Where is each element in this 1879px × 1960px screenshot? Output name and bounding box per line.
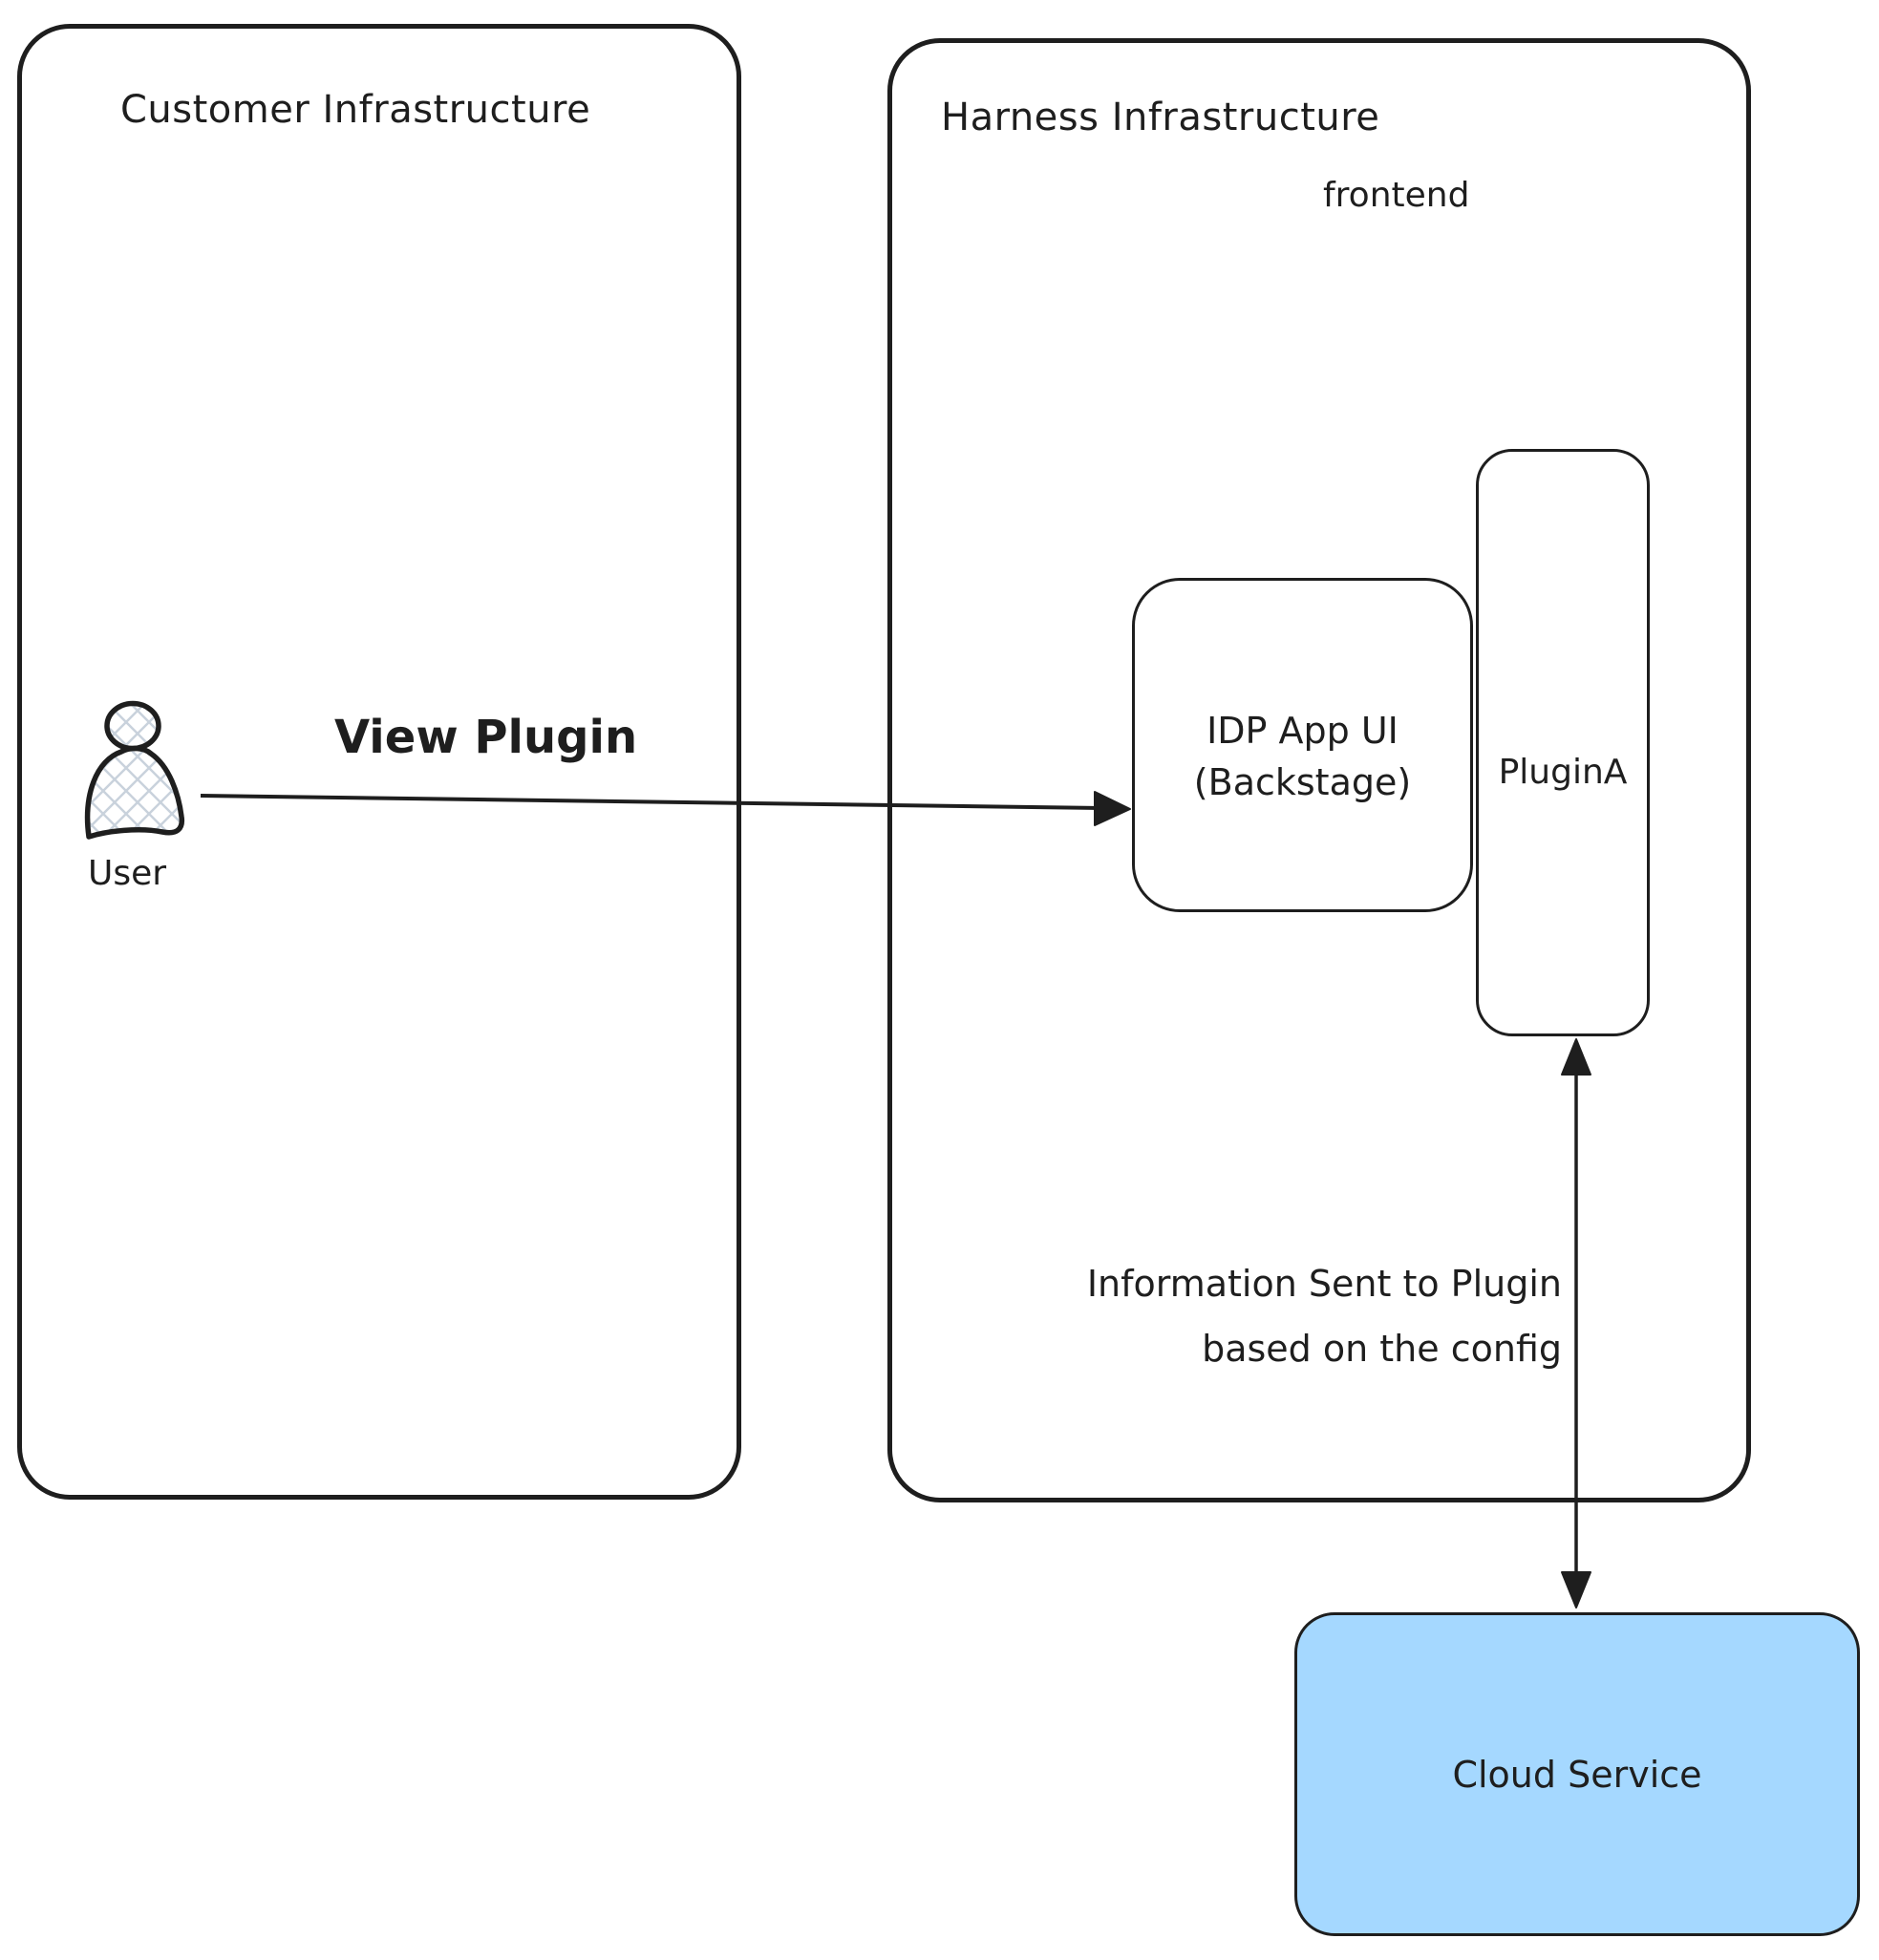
frontend-label: frontend (1323, 176, 1470, 215)
info-sent-label-line1: Information Sent to Plugin (1086, 1263, 1562, 1305)
idp-app-ui-label-line1: IDP App UI (1206, 710, 1399, 752)
harness-infrastructure-title: Harness Infrastructure (941, 96, 1380, 139)
info-sent-label-line2: based on the config (1202, 1328, 1562, 1370)
harness-infrastructure-box (887, 38, 1751, 1502)
cloud-service-label: Cloud Service (1452, 1754, 1702, 1796)
user-label: User (88, 854, 167, 893)
customer-infrastructure-title: Customer Infrastructure (120, 88, 591, 132)
view-plugin-arrow-label: View Plugin (334, 711, 638, 764)
cloud-service-box (1294, 1612, 1860, 1936)
idp-app-ui-label-line2: (Backstage) (1193, 761, 1412, 803)
plugina-box (1476, 449, 1650, 1036)
idp-app-ui-box (1132, 578, 1473, 912)
info-arrowhead-down (1561, 1571, 1591, 1608)
customer-infrastructure-box (17, 24, 741, 1500)
idp-app-ui-label: IDP App UI (Backstage) (1132, 705, 1473, 808)
plugina-label: PluginA (1498, 753, 1628, 792)
